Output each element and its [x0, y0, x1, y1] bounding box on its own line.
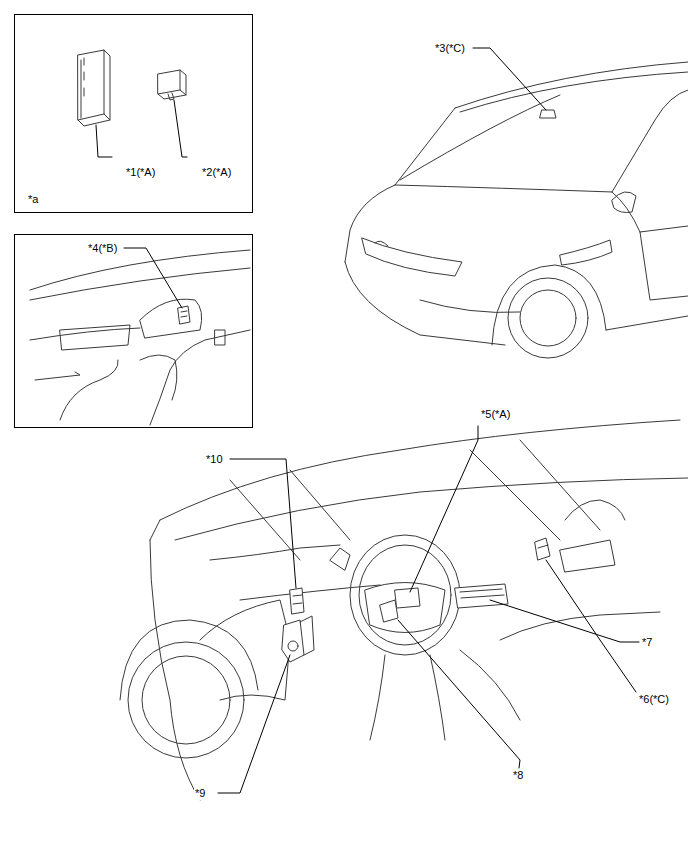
inset-panel: *4(*B) — [14, 234, 253, 428]
car-exterior — [345, 62, 688, 358]
callout-number: *1(*A) — [125, 166, 156, 179]
dashboard-inset — [30, 250, 250, 425]
inset-panel: *1(*A) *2(*A) *a — [14, 14, 253, 213]
callout-number: *3(*C) — [434, 42, 466, 55]
callout-number: *6(*C) — [638, 693, 670, 706]
callout-number: *5(*A) — [480, 408, 511, 421]
leader-lines — [96, 48, 639, 793]
callout-number: *2(*A) — [201, 166, 232, 179]
callout-number: *10 — [205, 453, 224, 466]
callout-number: *4(*B) — [87, 242, 118, 255]
callout-number: *9 — [194, 787, 206, 800]
callout-number: *8 — [512, 769, 524, 782]
callout-number: *a — [27, 193, 39, 206]
ecu-parts — [78, 50, 186, 126]
callout-number: *7 — [641, 636, 653, 649]
car-interior — [120, 420, 688, 800]
